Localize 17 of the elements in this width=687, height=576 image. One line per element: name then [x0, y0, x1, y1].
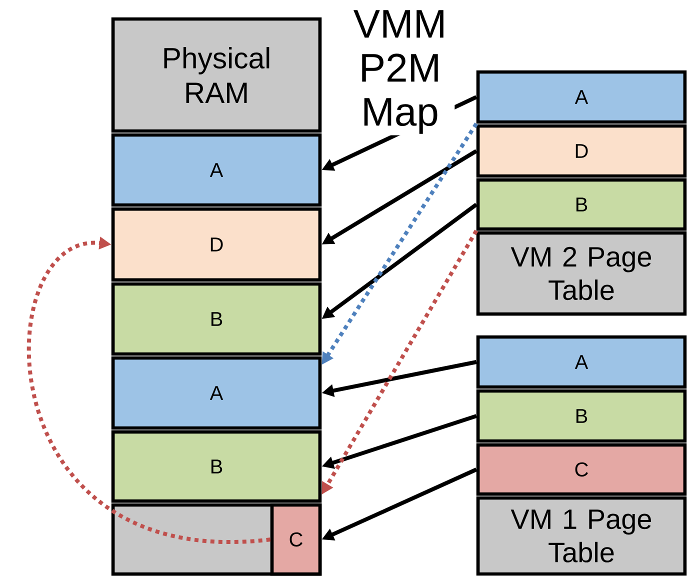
- memory-page-box: A: [111, 133, 322, 207]
- page-table-entry: B: [476, 178, 687, 231]
- page-table-entry: B: [476, 389, 687, 443]
- page-table-entry: D: [476, 124, 687, 178]
- memory-page-box: C: [270, 503, 322, 576]
- page-table-label-box: VM 2 Page Table: [476, 231, 687, 316]
- arrow: [27, 236, 270, 543]
- page-table-entry: C: [476, 443, 687, 496]
- map-title: VMM P2M Map: [345, 8, 455, 136]
- page-table-entry: A: [476, 335, 687, 389]
- ram-header-box: Physical RAM: [111, 17, 322, 133]
- memory-page-box: A: [111, 356, 322, 430]
- page-table-label-box: VM 1 Page Table: [476, 496, 687, 576]
- memory-page-box: B: [111, 430, 322, 503]
- memory-page-box: D: [111, 207, 322, 282]
- page-table-entry: A: [476, 70, 687, 124]
- memory-page-box: B: [111, 282, 322, 356]
